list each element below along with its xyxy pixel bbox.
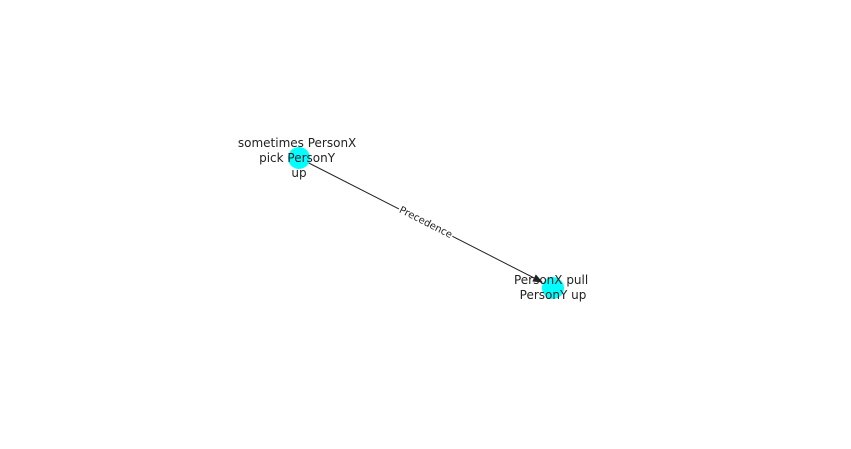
node-label-line: PersonY up (520, 288, 587, 302)
node-label-line: PersonX pull (514, 273, 588, 287)
node-personx-pull-persony-up (542, 277, 564, 299)
node-sometimes-personx-pick-persony-up (288, 147, 310, 169)
edge-label: Precedence (397, 205, 454, 241)
edge-label-background (396, 201, 457, 242)
node-label-a: sometimes PersonX pick PersonY up (238, 136, 360, 180)
node-label-line: sometimes PersonX (238, 136, 356, 150)
node-label-line: pick PersonY (259, 151, 336, 165)
node-label-line: up (291, 166, 306, 180)
edge-label-group: Precedence (396, 201, 457, 242)
node-label-b: PersonX pull PersonY up (514, 273, 592, 302)
